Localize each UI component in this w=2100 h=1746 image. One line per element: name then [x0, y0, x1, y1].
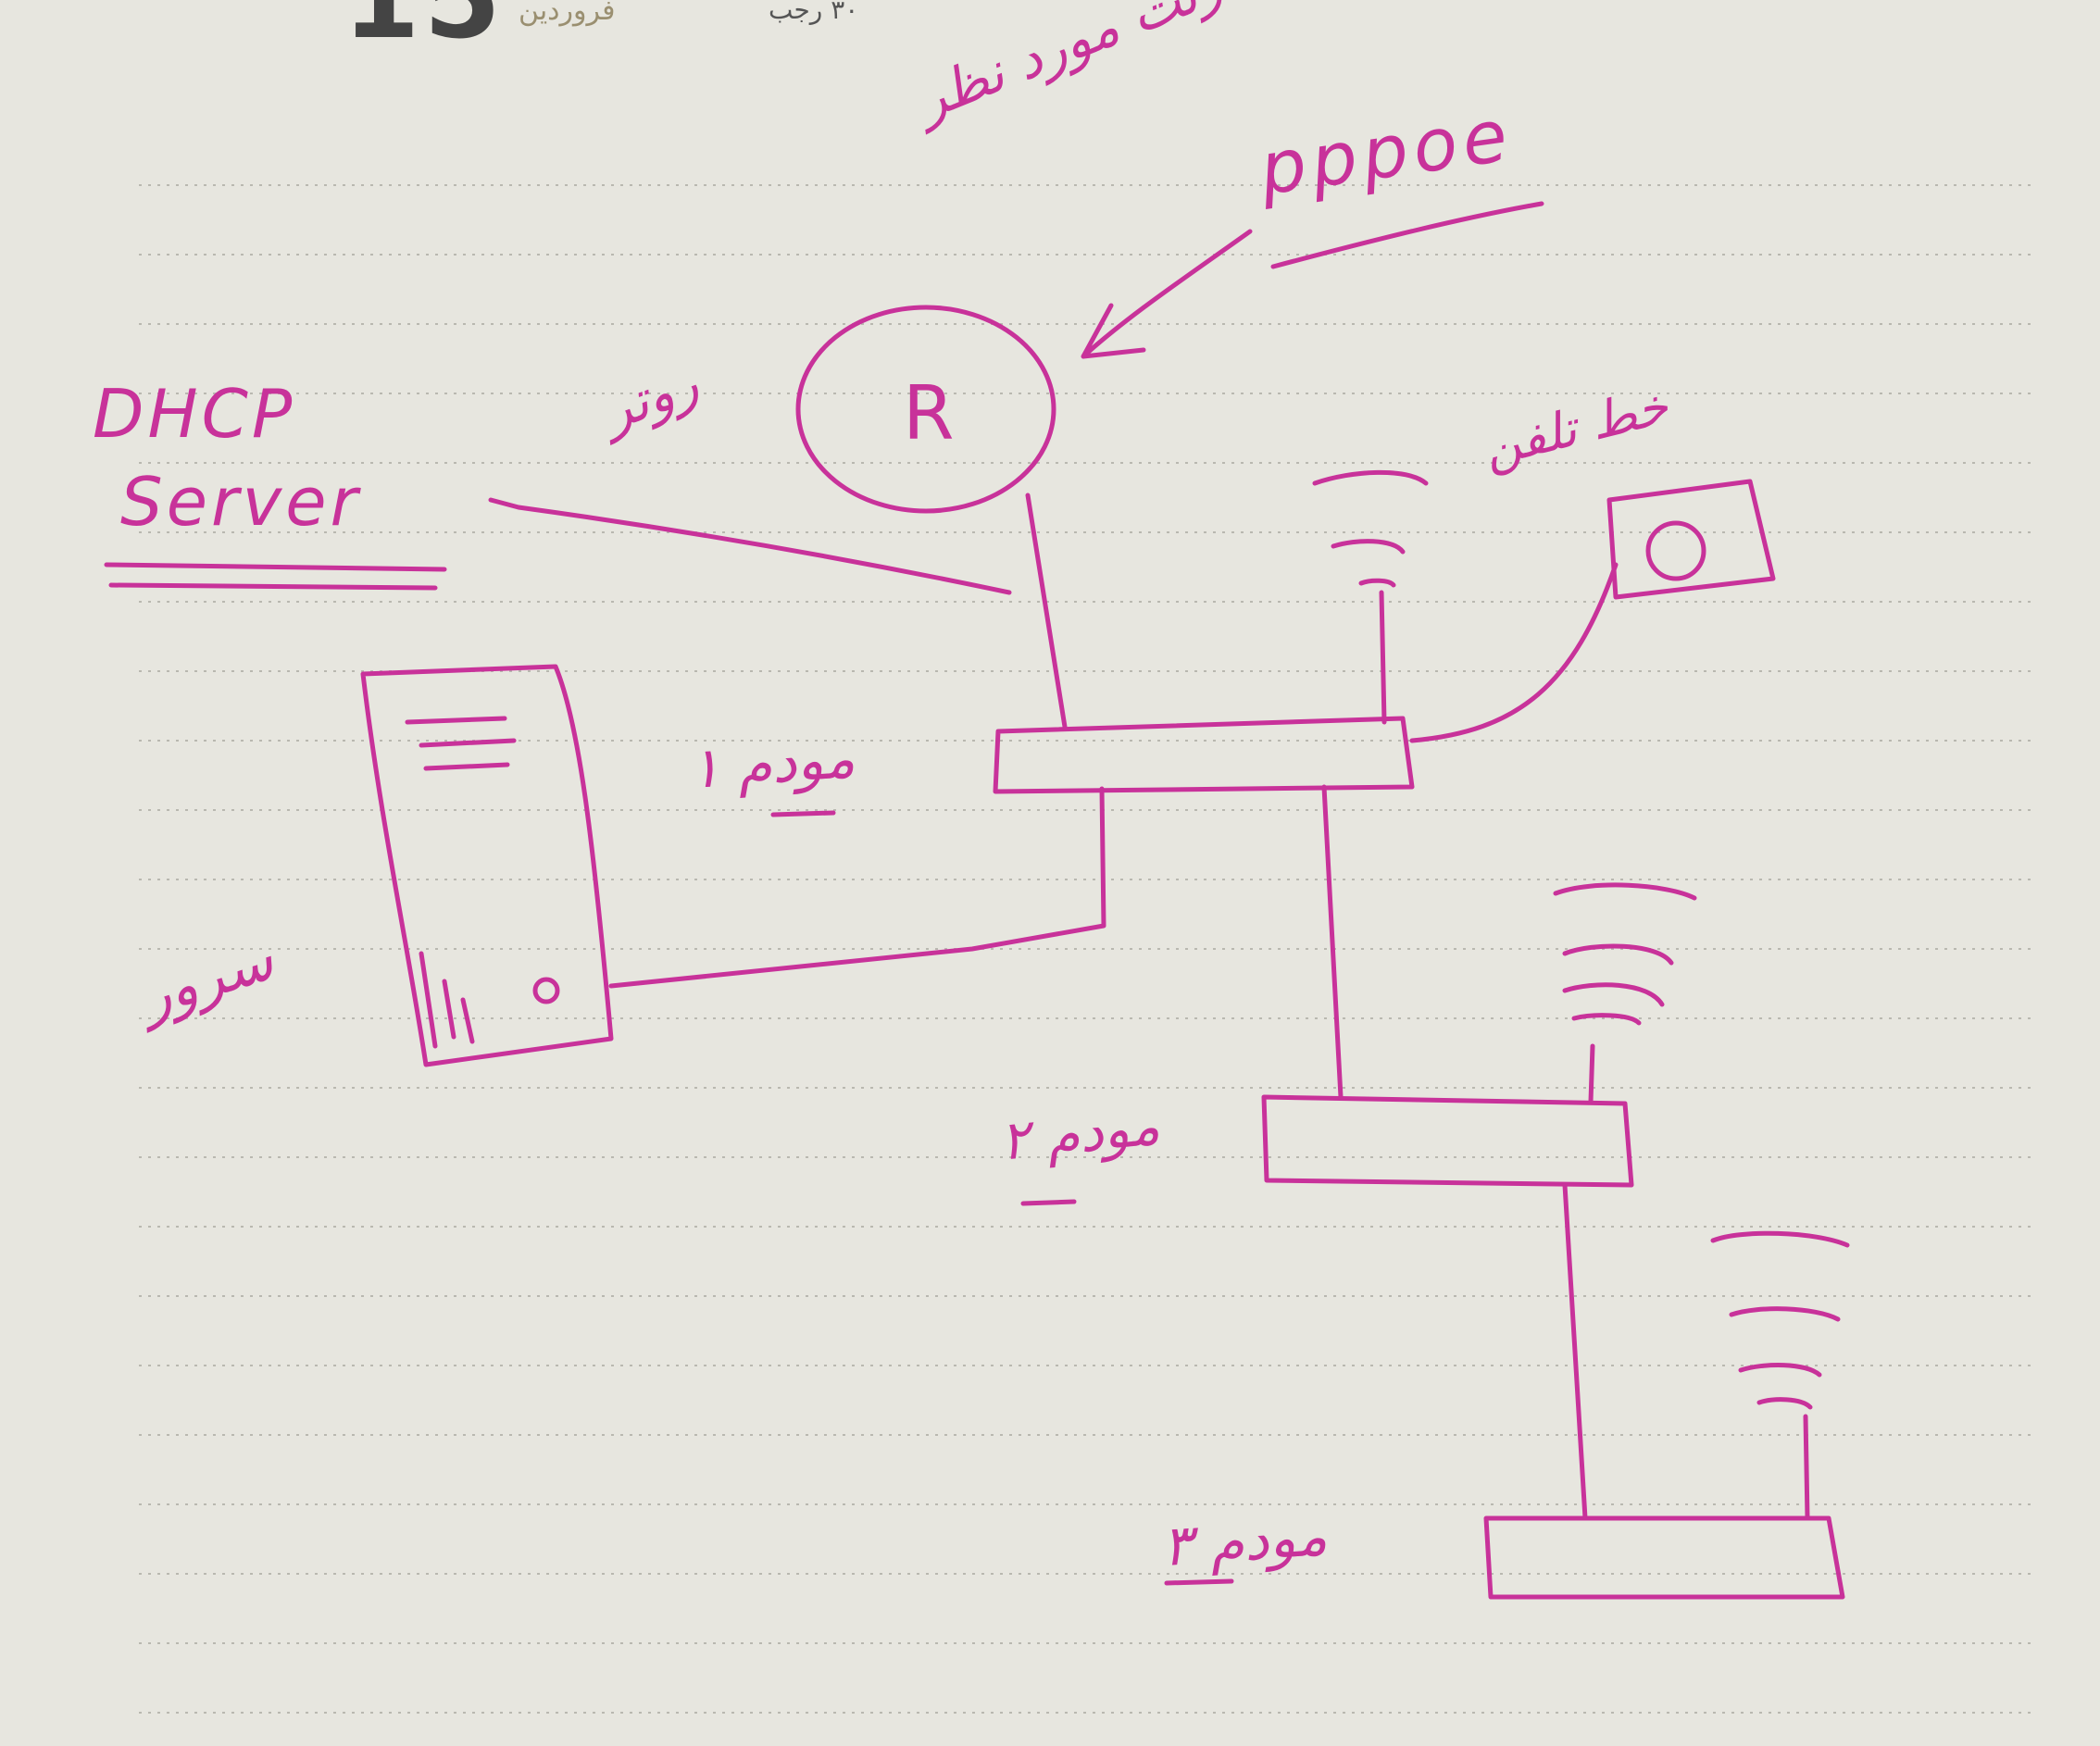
router-modem1-link	[1025, 493, 1068, 730]
modem3-label: مودم ۳	[1159, 1503, 1330, 1580]
modem1-label: مودم ۱	[687, 725, 857, 803]
dhcp-underline	[104, 562, 447, 591]
pppoe-underline	[1270, 201, 1544, 269]
modem2-antenna	[1588, 1043, 1595, 1104]
planner-hijri-date: ۳۰ رجب	[769, 0, 859, 25]
modem1-server-link	[608, 786, 1106, 989]
modem1-wifi-waves	[1312, 469, 1429, 588]
modem2-box	[1261, 1094, 1634, 1188]
planner-month: فروردین	[519, 0, 616, 27]
modem3-wifi-waves	[1710, 1230, 1850, 1410]
modem2-wifi-waves	[1553, 882, 1697, 1026]
modem2-modem3-link	[1562, 1182, 1588, 1521]
modem3-antenna	[1803, 1414, 1810, 1521]
phone-socket-hole	[1645, 520, 1706, 581]
modem1-modem2-link	[1321, 784, 1344, 1100]
server-detail	[419, 951, 475, 1049]
dhcp-label: DHCP	[93, 375, 296, 453]
router-mark: R	[903, 370, 955, 456]
server-slots	[405, 716, 517, 771]
dhcp-arrow	[488, 497, 1012, 595]
server-led	[532, 977, 560, 1004]
pppoe-arrow	[1081, 229, 1253, 359]
diagram-ink	[104, 201, 1850, 1600]
router-node	[795, 305, 1056, 514]
dhcp-server-label: Server	[120, 463, 362, 541]
ruled-lines	[139, 184, 2037, 1714]
phone-line-cable	[1409, 562, 1619, 743]
server-tower	[360, 664, 614, 1067]
modem1-antenna	[1379, 590, 1387, 725]
planner-day-number: 15	[343, 0, 505, 64]
modem1-box	[993, 716, 1415, 794]
phone-socket	[1606, 479, 1776, 600]
modem3-box	[1483, 1515, 1845, 1600]
modem-number-marks	[770, 810, 1234, 1586]
